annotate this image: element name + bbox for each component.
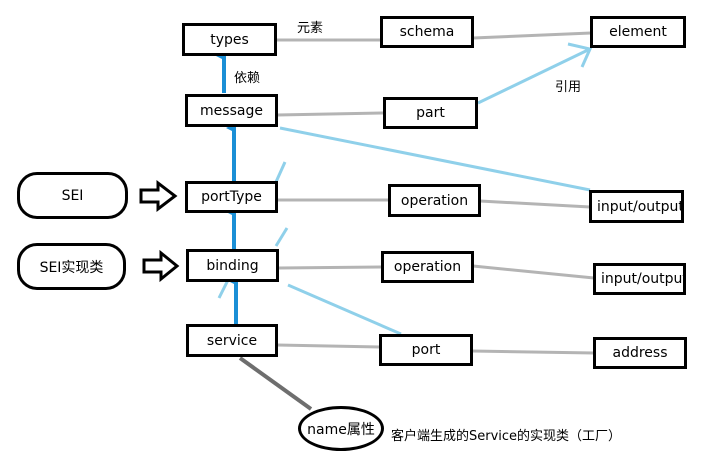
- label-yuansu: 元素: [297, 21, 324, 36]
- input-output-box-1: input/output: [589, 190, 684, 223]
- name-attr-oval: name属性: [298, 406, 384, 451]
- message-box: message: [185, 94, 278, 127]
- service-box: service: [186, 324, 278, 357]
- ref-binding-up-right: [274, 227, 289, 247]
- operation-box-1: operation: [388, 184, 481, 217]
- types-box: types: [182, 23, 277, 56]
- operation-box-2: operation: [381, 251, 474, 283]
- block-arrow-sei-porttype: [139, 179, 178, 213]
- ref-port-binding: [287, 283, 402, 336]
- ref-io1-message: [279, 126, 591, 192]
- ref-element-arrowhead: [567, 42, 593, 68]
- label-yinyong: 引用: [555, 80, 582, 95]
- sei-pill: SEI: [17, 172, 128, 219]
- port-box: port: [379, 334, 473, 366]
- line-port-address: [471, 349, 595, 355]
- line-schema-element: [472, 31, 592, 40]
- line-operation-io2: [472, 264, 595, 280]
- line-operation-io1: [479, 199, 591, 209]
- line-service-name: [238, 356, 313, 411]
- ref-part-element: [477, 47, 591, 105]
- porttype-box: portType: [185, 181, 278, 213]
- ref-service-up-left: [217, 279, 230, 299]
- address-box: address: [593, 337, 687, 369]
- label-yilai: 依赖: [234, 71, 261, 86]
- binding-box: binding: [186, 249, 279, 282]
- sei-impl-pill: SEI实现类: [17, 243, 126, 290]
- label-client-note: 客户端生成的Service的实现类（工厂）: [391, 429, 622, 444]
- schema-box: schema: [380, 16, 474, 48]
- line-message-part: [276, 111, 385, 117]
- line-binding-operation: [278, 265, 382, 270]
- part-box: part: [383, 97, 478, 129]
- ref-porttype-up-right: [274, 161, 287, 183]
- input-output-box-2: input/output: [593, 263, 686, 295]
- block-arrow-seiimpl-binding: [142, 249, 180, 283]
- element-box: element: [590, 16, 686, 48]
- line-service-port: [276, 343, 381, 349]
